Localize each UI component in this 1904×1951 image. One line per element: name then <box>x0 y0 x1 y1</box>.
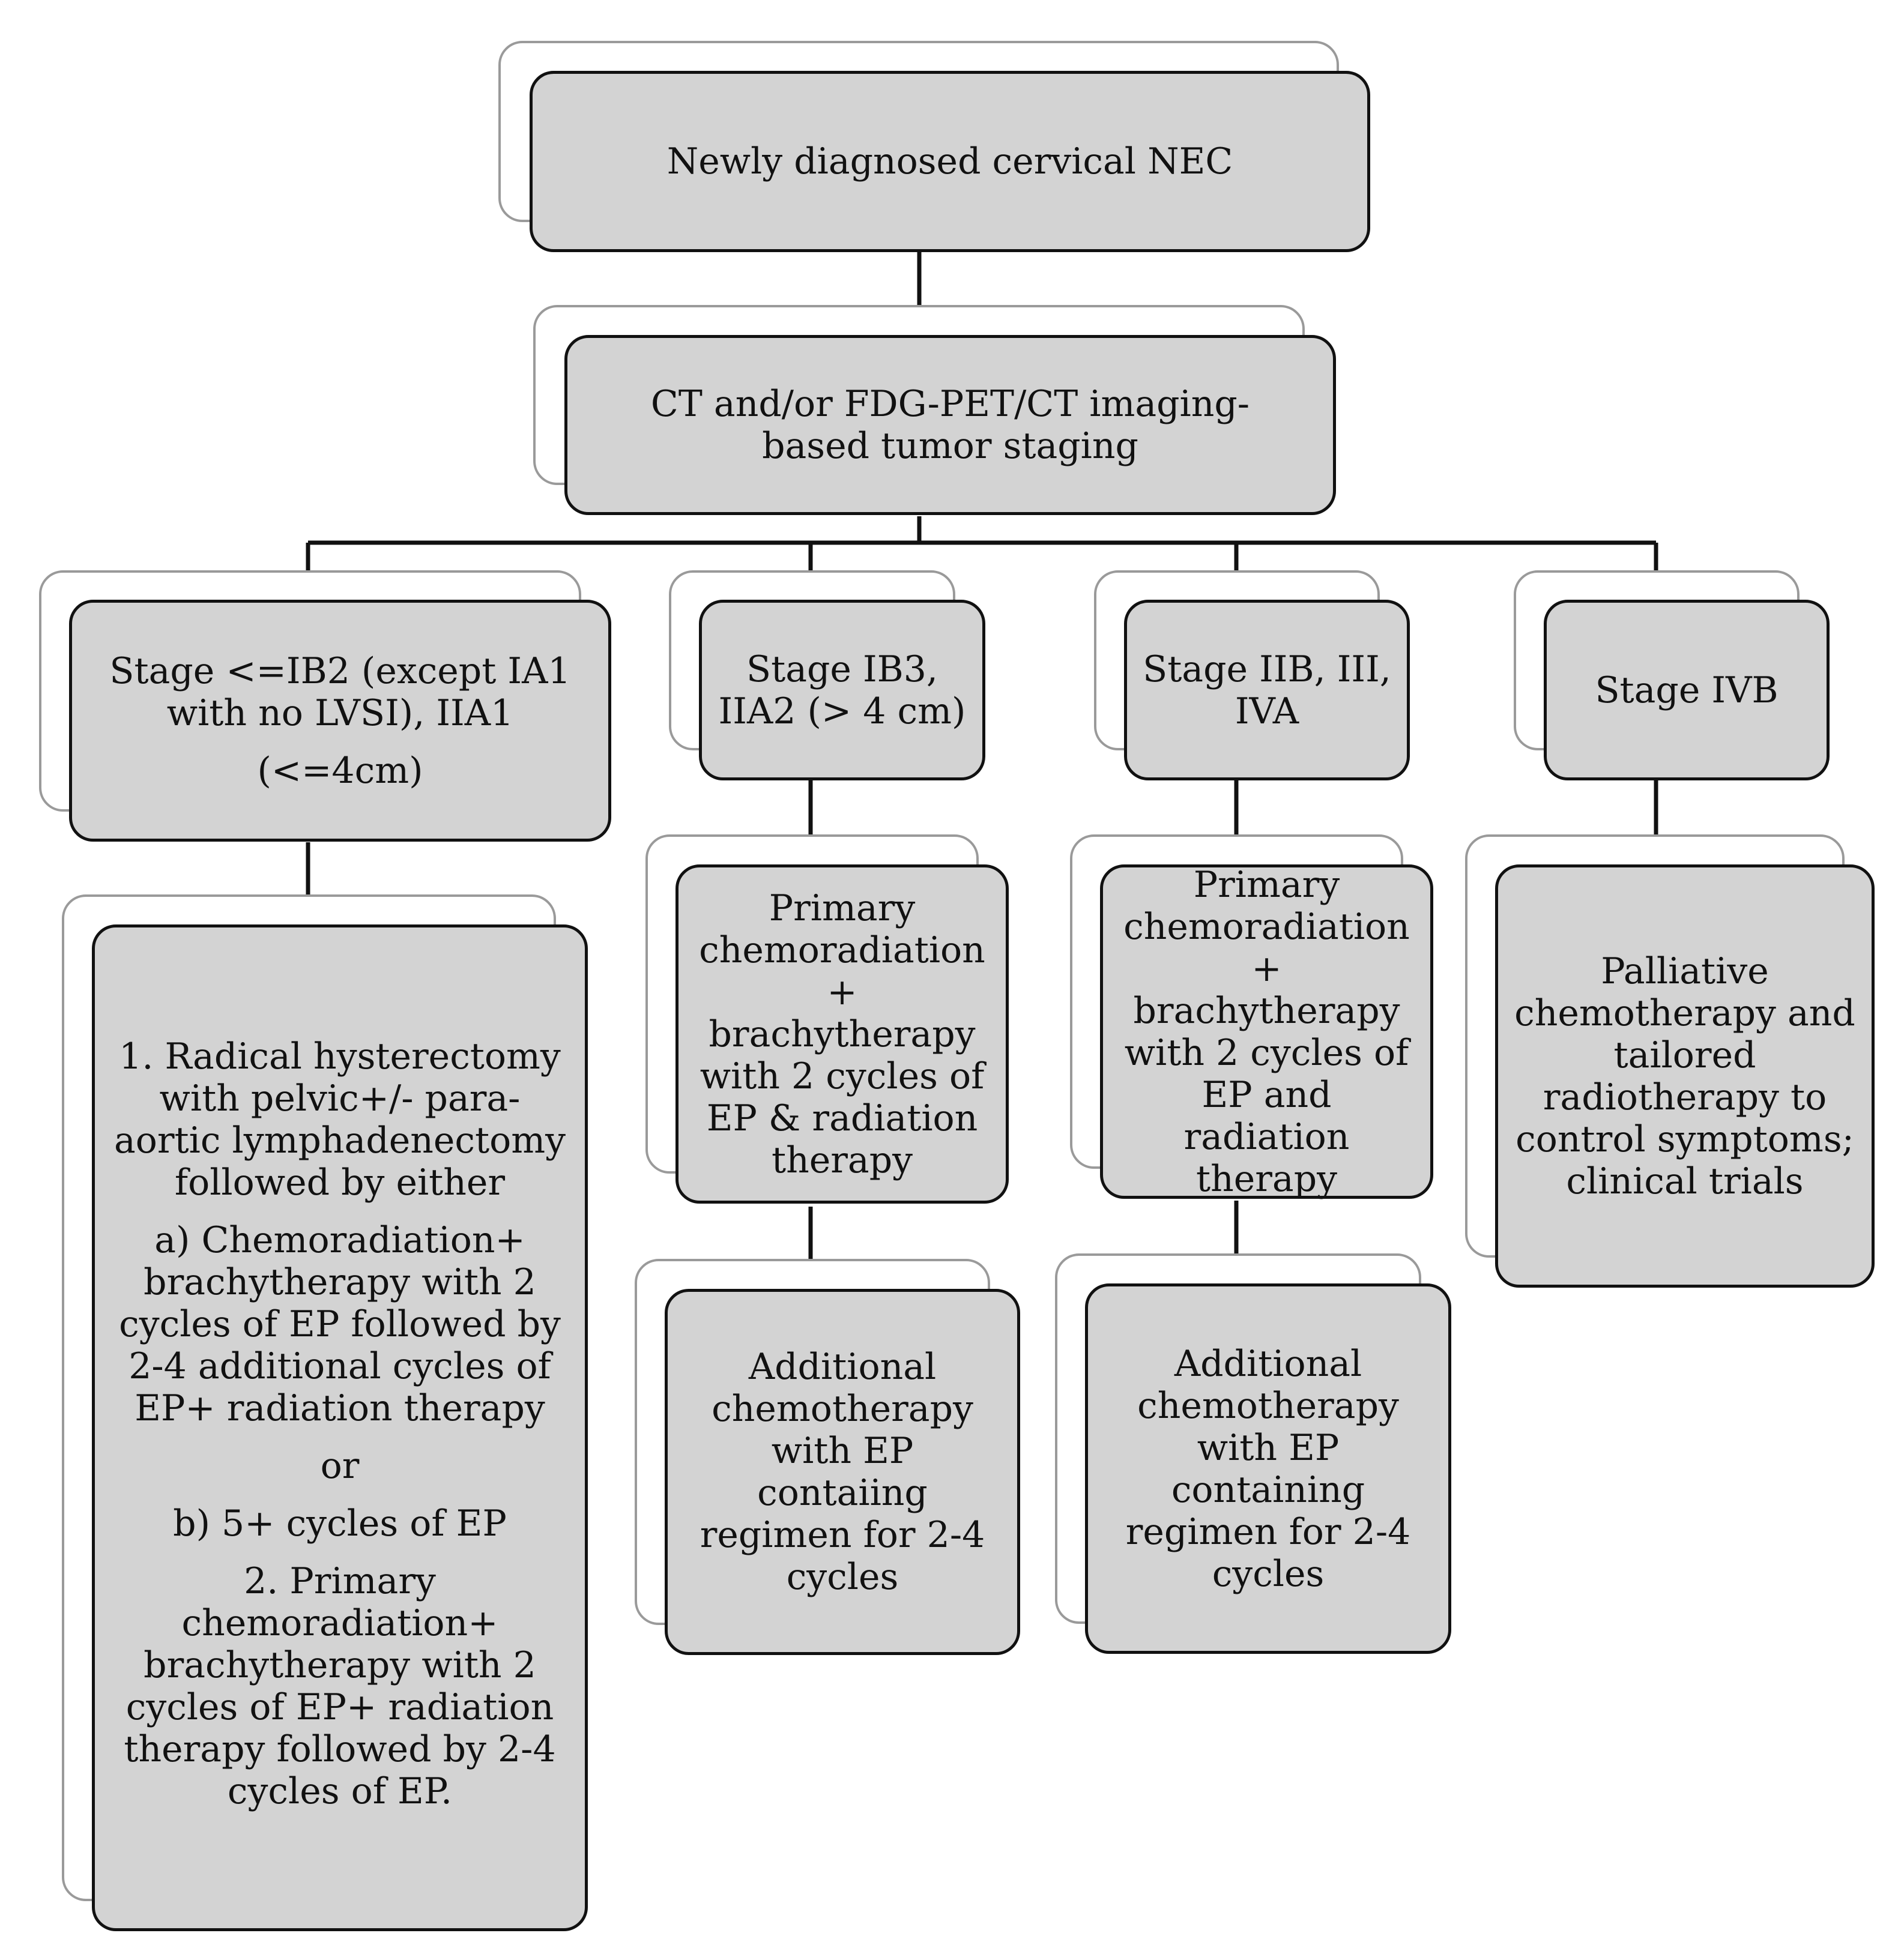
treatment-3-label: Primary chemoradiation + brachytherapy w… <box>1123 863 1410 1200</box>
stage-3-label: Stage IIB, III, IVA <box>1143 648 1391 732</box>
stage-1-box: Stage <=IB2 (except IA1 with no LVSI), I… <box>69 600 611 842</box>
treatment-4-box: Palliative chemotherapy and tailored rad… <box>1495 864 1875 1288</box>
root-box: Newly diagnosed cervical NEC <box>530 71 1370 252</box>
stage-1-sublabel: (<=4cm) <box>257 749 423 792</box>
treatment-3-box: Primary chemoradiation + brachytherapy w… <box>1100 863 1433 1200</box>
stage-4-box: Stage IVB <box>1544 600 1830 780</box>
stage-1-label: Stage <=IB2 (except IA1 with no LVSI), I… <box>109 650 571 734</box>
stage-3-box: Stage IIB, III, IVA <box>1124 600 1410 780</box>
treatment-1-step-1: 1. Radical hysterectomy with pelvic+/- p… <box>113 1036 566 1204</box>
staging-box: CT and/or FDG-PET/CT imaging-based tumor… <box>564 335 1336 515</box>
treatment-4-label: Palliative chemotherapy and tailored rad… <box>1514 950 1855 1202</box>
treatment-1-or: or <box>320 1445 360 1487</box>
treatment-1-option-a: a) Chemoradiation+ brachytherapy with 2 … <box>119 1219 561 1429</box>
stage-2-box: Stage IB3, IIA2 (> 4 cm) <box>699 600 985 780</box>
followup-2-box: Additional chemotherapy with EP contaiin… <box>665 1289 1020 1655</box>
treatment-2-box: Primary chemoradiation + brachytherapy w… <box>675 864 1009 1204</box>
root-label: Newly diagnosed cervical NEC <box>666 140 1233 182</box>
treatment-2-label: Primary chemoradiation + brachytherapy w… <box>699 887 985 1181</box>
followup-2-label: Additional chemotherapy with EP contaiin… <box>700 1346 985 1598</box>
stage-4-label: Stage IVB <box>1595 669 1779 711</box>
stage-2-label: Stage IB3, IIA2 (> 4 cm) <box>718 648 966 732</box>
treatment-1-box: 1. Radical hysterectomy with pelvic+/- p… <box>92 924 588 1931</box>
treatment-1-option-b: b) 5+ cycles of EP <box>173 1503 507 1545</box>
followup-3-label: Additional chemotherapy with EP containi… <box>1125 1342 1411 1595</box>
staging-label: CT and/or FDG-PET/CT imaging-based tumor… <box>650 383 1250 467</box>
treatment-1-step-2: 2. Primary chemoradiation+ brachytherapy… <box>124 1560 556 1812</box>
followup-3-box: Additional chemotherapy with EP containi… <box>1085 1283 1451 1654</box>
